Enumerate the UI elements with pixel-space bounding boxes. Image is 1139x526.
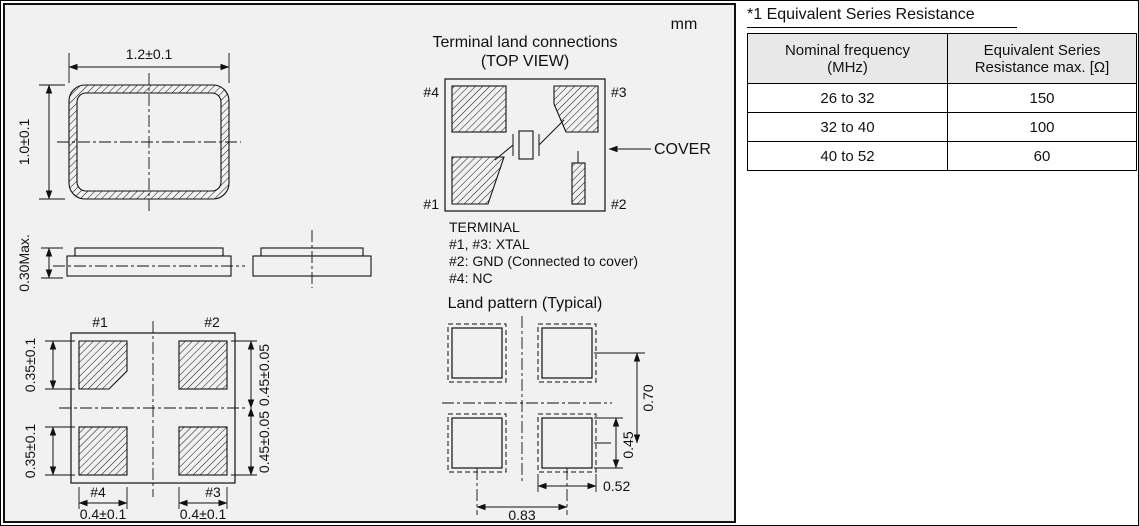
frequency-cell: 40 to 52 <box>747 141 948 171</box>
bottom-pad-1 <box>78 340 128 390</box>
land-pad-4-area <box>451 85 507 133</box>
esr-header-resistance: Equivalent Series Resistance max. [Ω] <box>947 33 1137 84</box>
esr-header-frequency: Nominal frequency (MHz) <box>747 33 948 84</box>
bottom-pad-4 <box>78 426 128 476</box>
land-pattern-terminal-dim: 0.52 <box>603 478 630 494</box>
bottom-view-right-dim-upper: 0.45±0.05 <box>256 344 272 406</box>
bottom-view-pad-width-right: 0.4±0.1 <box>180 506 227 521</box>
land-pattern: Land pattern (Typical) <box>442 295 656 521</box>
package-bottom-view: #1 #2 #4 #3 0.35±0.1 0.35±0.1 0.45±0.05 <box>22 314 272 521</box>
esr-table-header-row: Nominal frequency (MHz) Equivalent Serie… <box>747 33 1137 84</box>
esr-table-title: *1 Equivalent Series Resistance <box>747 5 1017 28</box>
terminal-label-1: #1 <box>423 196 439 212</box>
resistance-cell: 150 <box>947 83 1137 113</box>
terminal-label-3: #3 <box>611 84 627 100</box>
bottom-view-pad-height-upper: 0.35±0.1 <box>22 338 38 393</box>
land-pattern-pad-dim: 0.45 <box>620 431 636 458</box>
esr-table-row: 26 to 32 150 <box>747 83 1137 113</box>
bottom-pad-2-label: #2 <box>204 314 220 330</box>
drawing-panel: mm 1.2±0.1 1.0±0.1 <box>3 3 736 523</box>
esr-section: *1 Equivalent Series Resistance Nominal … <box>747 5 1137 171</box>
land-pad-1-area <box>451 156 505 205</box>
side-view-height-dimension: 0.30Max. <box>16 234 32 292</box>
terminal-legend-title: TERMINAL <box>449 219 520 235</box>
bottom-view-pad-height-lower: 0.35±0.1 <box>22 424 38 479</box>
bottom-pad-3-label: #3 <box>205 484 221 500</box>
frequency-cell: 32 to 40 <box>747 112 948 142</box>
land-pattern-horizontal-pitch-dim: 0.83 <box>508 507 535 521</box>
bottom-pad-4-label: #4 <box>90 484 106 500</box>
mechanical-drawing: mm 1.2±0.1 1.0±0.1 <box>16 16 711 521</box>
top-view-width-dimension: 1.2±0.1 <box>126 46 173 62</box>
bottom-view-right-dim-lower: 0.45±0.05 <box>256 411 272 473</box>
cover-label: COVER <box>654 141 711 158</box>
land-pad-3-area <box>553 85 599 133</box>
terminal-legend-gnd: #2: GND (Connected to cover) <box>449 253 638 269</box>
terminal-label-2: #2 <box>611 196 627 212</box>
terminal-label-4: #4 <box>423 84 439 100</box>
esr-table-row: 40 to 52 60 <box>747 141 1137 171</box>
land-pad-2-area <box>571 162 586 205</box>
package-side-views: 0.30Max. <box>16 230 372 292</box>
bottom-pad-2 <box>178 340 228 390</box>
esr-table-row: 32 to 40 100 <box>747 112 1137 142</box>
esr-table: Nominal frequency (MHz) Equivalent Serie… <box>747 33 1137 171</box>
package-top-view: 1.2±0.1 1.0±0.1 <box>16 46 241 211</box>
terminal-land-connections: Terminal land connections (TOP VIEW) #4 <box>423 34 710 286</box>
crystal-symbol <box>494 119 579 163</box>
terminal-land-subtitle: (TOP VIEW) <box>481 53 569 70</box>
land-pattern-title: Land pattern (Typical) <box>448 295 603 312</box>
terminal-legend-xtal: #1, #3: XTAL <box>449 236 530 252</box>
resistance-cell: 100 <box>947 112 1137 142</box>
top-view-height-dimension: 1.0±0.1 <box>16 118 32 165</box>
frequency-cell: 26 to 32 <box>747 83 948 113</box>
bottom-pad-3 <box>178 426 228 476</box>
terminal-land-title: Terminal land connections <box>433 34 618 51</box>
land-pattern-vertical-pitch-dim: 0.70 <box>640 384 656 411</box>
bottom-pad-1-label: #1 <box>92 314 108 330</box>
terminal-legend-nc: #4: NC <box>449 270 493 286</box>
unit-label: mm <box>671 16 698 33</box>
bottom-view-pad-width-left: 0.4±0.1 <box>80 506 127 521</box>
resistance-cell: 60 <box>947 141 1137 171</box>
